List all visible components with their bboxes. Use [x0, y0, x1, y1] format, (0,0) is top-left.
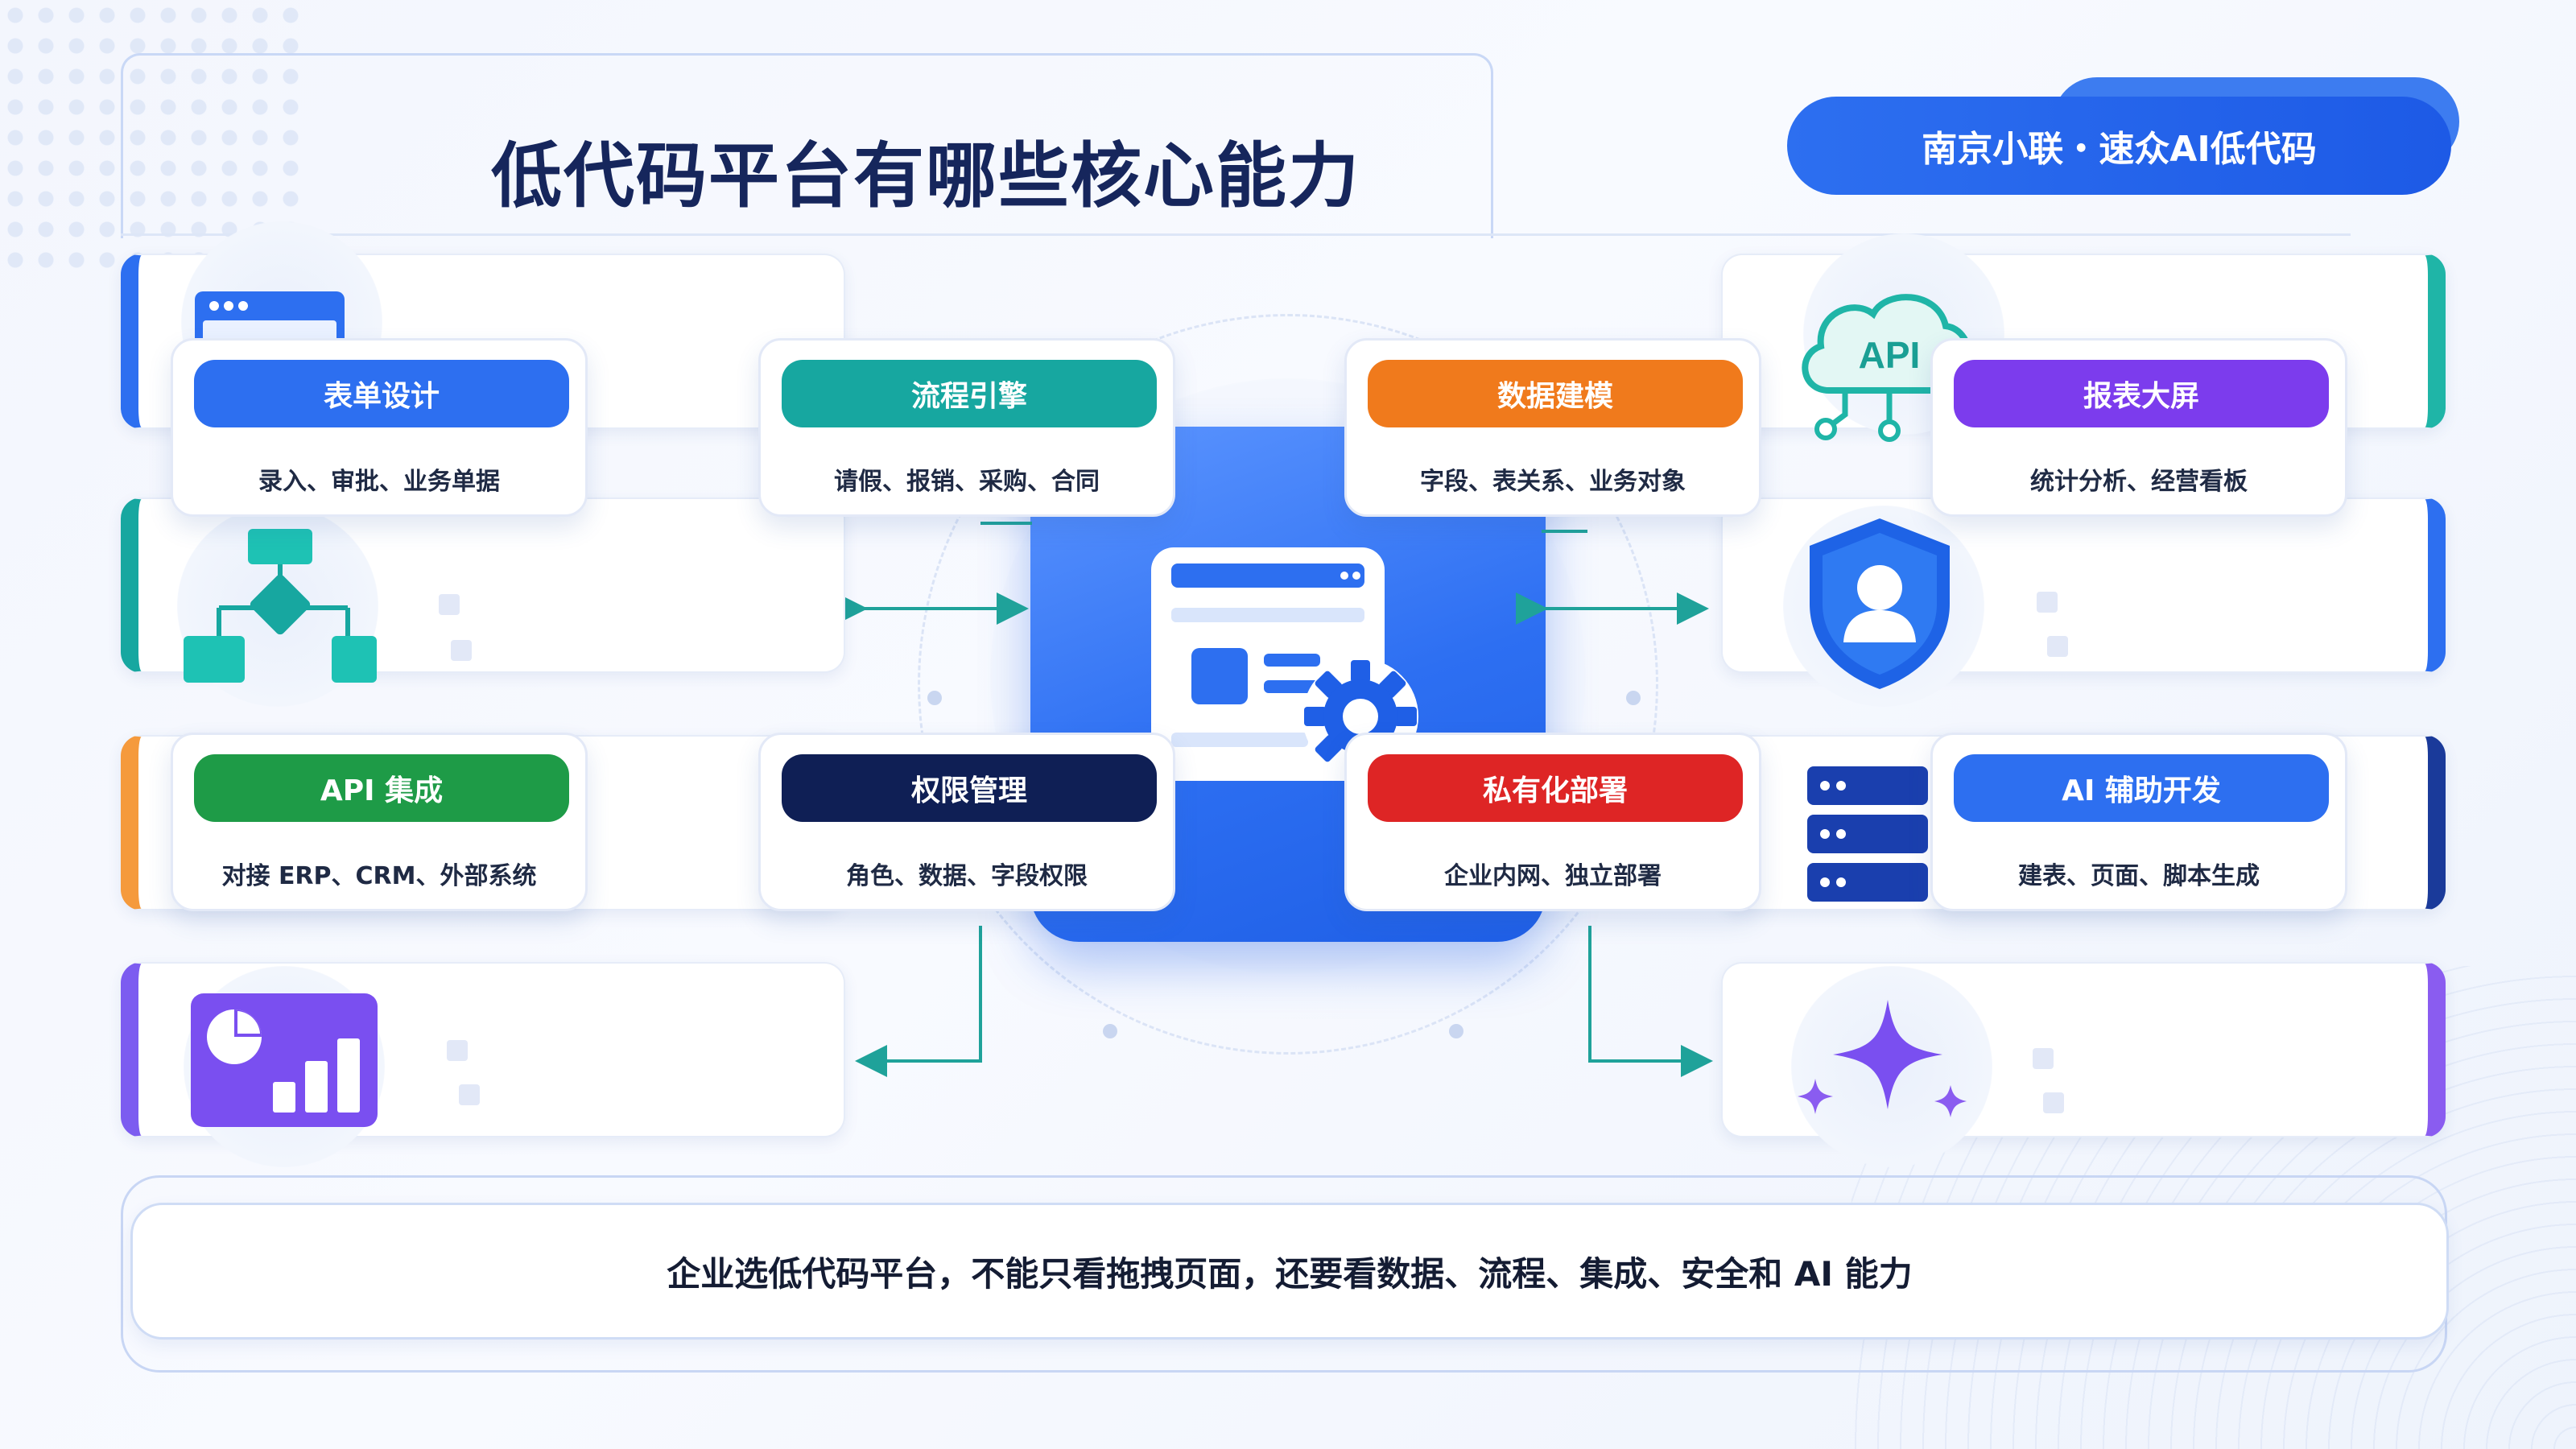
capability-desc: 请假、报销、采购、合同 — [834, 468, 1100, 496]
api-cloud-icon: API — [1802, 294, 1974, 442]
page-title: 低代码平台有哪些核心能力 — [491, 134, 1361, 217]
flowchart-icon — [184, 529, 377, 683]
capability-desc: 角色、数据、字段权限 — [846, 862, 1088, 890]
title-divider — [121, 233, 2351, 236]
hub-dot — [1626, 691, 1641, 705]
hub-dot — [927, 691, 942, 705]
capability-title: 权限管理 — [782, 754, 1157, 822]
capability-title: 表单设计 — [194, 360, 569, 427]
capability-desc: 建表、页面、脚本生成 — [2018, 862, 2260, 890]
deco-square — [459, 1084, 480, 1105]
summary-text: 企业选低代码平台，不能只看拖拽页面，还要看数据、流程、集成、安全和 AI 能力 — [130, 1203, 2449, 1340]
deco-square — [2033, 1048, 2054, 1069]
deco-square — [2037, 592, 2058, 613]
capability-desc: 企业内网、独立部署 — [1444, 862, 1662, 890]
capability-desc: 对接 ERP、CRM、外部系统 — [221, 862, 537, 890]
deco-square — [2047, 636, 2068, 657]
capability-title: API 集成 — [194, 754, 569, 822]
shield-user-icon — [1810, 518, 1950, 689]
server-icon — [1807, 766, 1928, 902]
capability-desc: 统计分析、经营看板 — [2030, 468, 2248, 496]
platform-gear-icon — [1151, 547, 1418, 781]
sparkle-icon — [1798, 1000, 1967, 1117]
capability-card-private-deploy: 私有化部署 企业内网、独立部署 — [1344, 733, 1761, 911]
deco-square — [447, 1040, 468, 1061]
svg-text:API: API — [1859, 334, 1921, 376]
deco-square — [2043, 1092, 2064, 1113]
capability-title: 私有化部署 — [1368, 754, 1743, 822]
capability-title: 流程引擎 — [782, 360, 1157, 427]
hub-dot — [1103, 1024, 1117, 1038]
capability-card-flow-engine: 流程引擎 请假、报销、采购、合同 — [758, 338, 1175, 517]
capability-desc: 录入、审批、业务单据 — [258, 468, 500, 496]
brand-badge: 南京小联・速众AI低代码 — [1787, 97, 2451, 195]
hub-dot — [1449, 1024, 1463, 1038]
capability-card-dashboard: 报表大屏 统计分析、经营看板 — [1930, 338, 2347, 517]
capability-card-api-integration: API 集成 对接 ERP、CRM、外部系统 — [171, 733, 588, 911]
chart-report-icon — [191, 993, 378, 1127]
capability-title: 数据建模 — [1368, 360, 1743, 427]
capability-card-ai-dev: AI 辅助开发 建表、页面、脚本生成 — [1930, 733, 2347, 911]
hub-ring-outer — [918, 314, 1658, 1055]
deco-square — [439, 594, 460, 615]
capability-card-permissions: 权限管理 角色、数据、字段权限 — [758, 733, 1175, 911]
capability-title: 报表大屏 — [1954, 360, 2329, 427]
title-frame — [121, 53, 1493, 238]
deco-square — [451, 640, 472, 661]
capability-title: AI 辅助开发 — [1954, 754, 2329, 822]
capability-card-data-modeling: 数据建模 字段、表关系、业务对象 — [1344, 338, 1761, 517]
capability-card-form-design: 表单设计 录入、审批、业务单据 — [171, 338, 588, 517]
capability-desc: 字段、表关系、业务对象 — [1420, 468, 1686, 496]
